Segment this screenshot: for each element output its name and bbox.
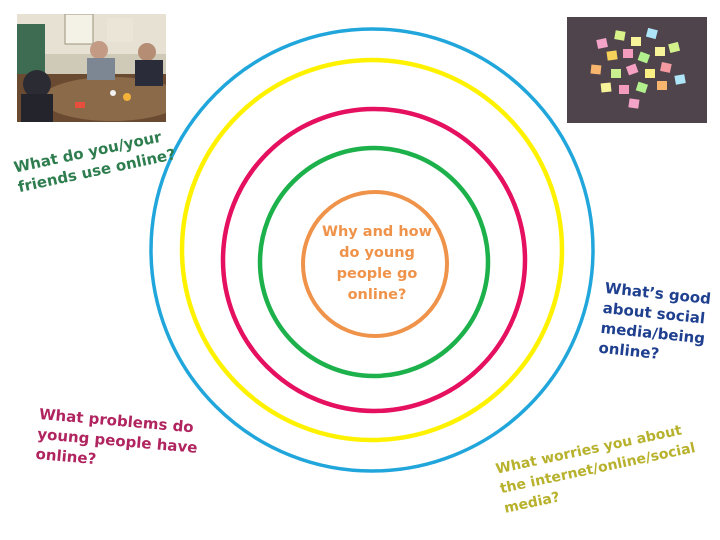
ring-third xyxy=(220,106,528,414)
prompt-whats-good: What’s good about social media/being onl… xyxy=(597,278,712,363)
workshop-group-photo xyxy=(17,14,166,122)
ring-outer xyxy=(149,27,595,473)
ring-center xyxy=(301,190,449,338)
ring-fourth xyxy=(257,145,491,379)
center-question: Why and how do young people go online? xyxy=(321,224,433,303)
ring-second xyxy=(179,57,565,443)
sticky-notes-photo xyxy=(567,17,707,123)
